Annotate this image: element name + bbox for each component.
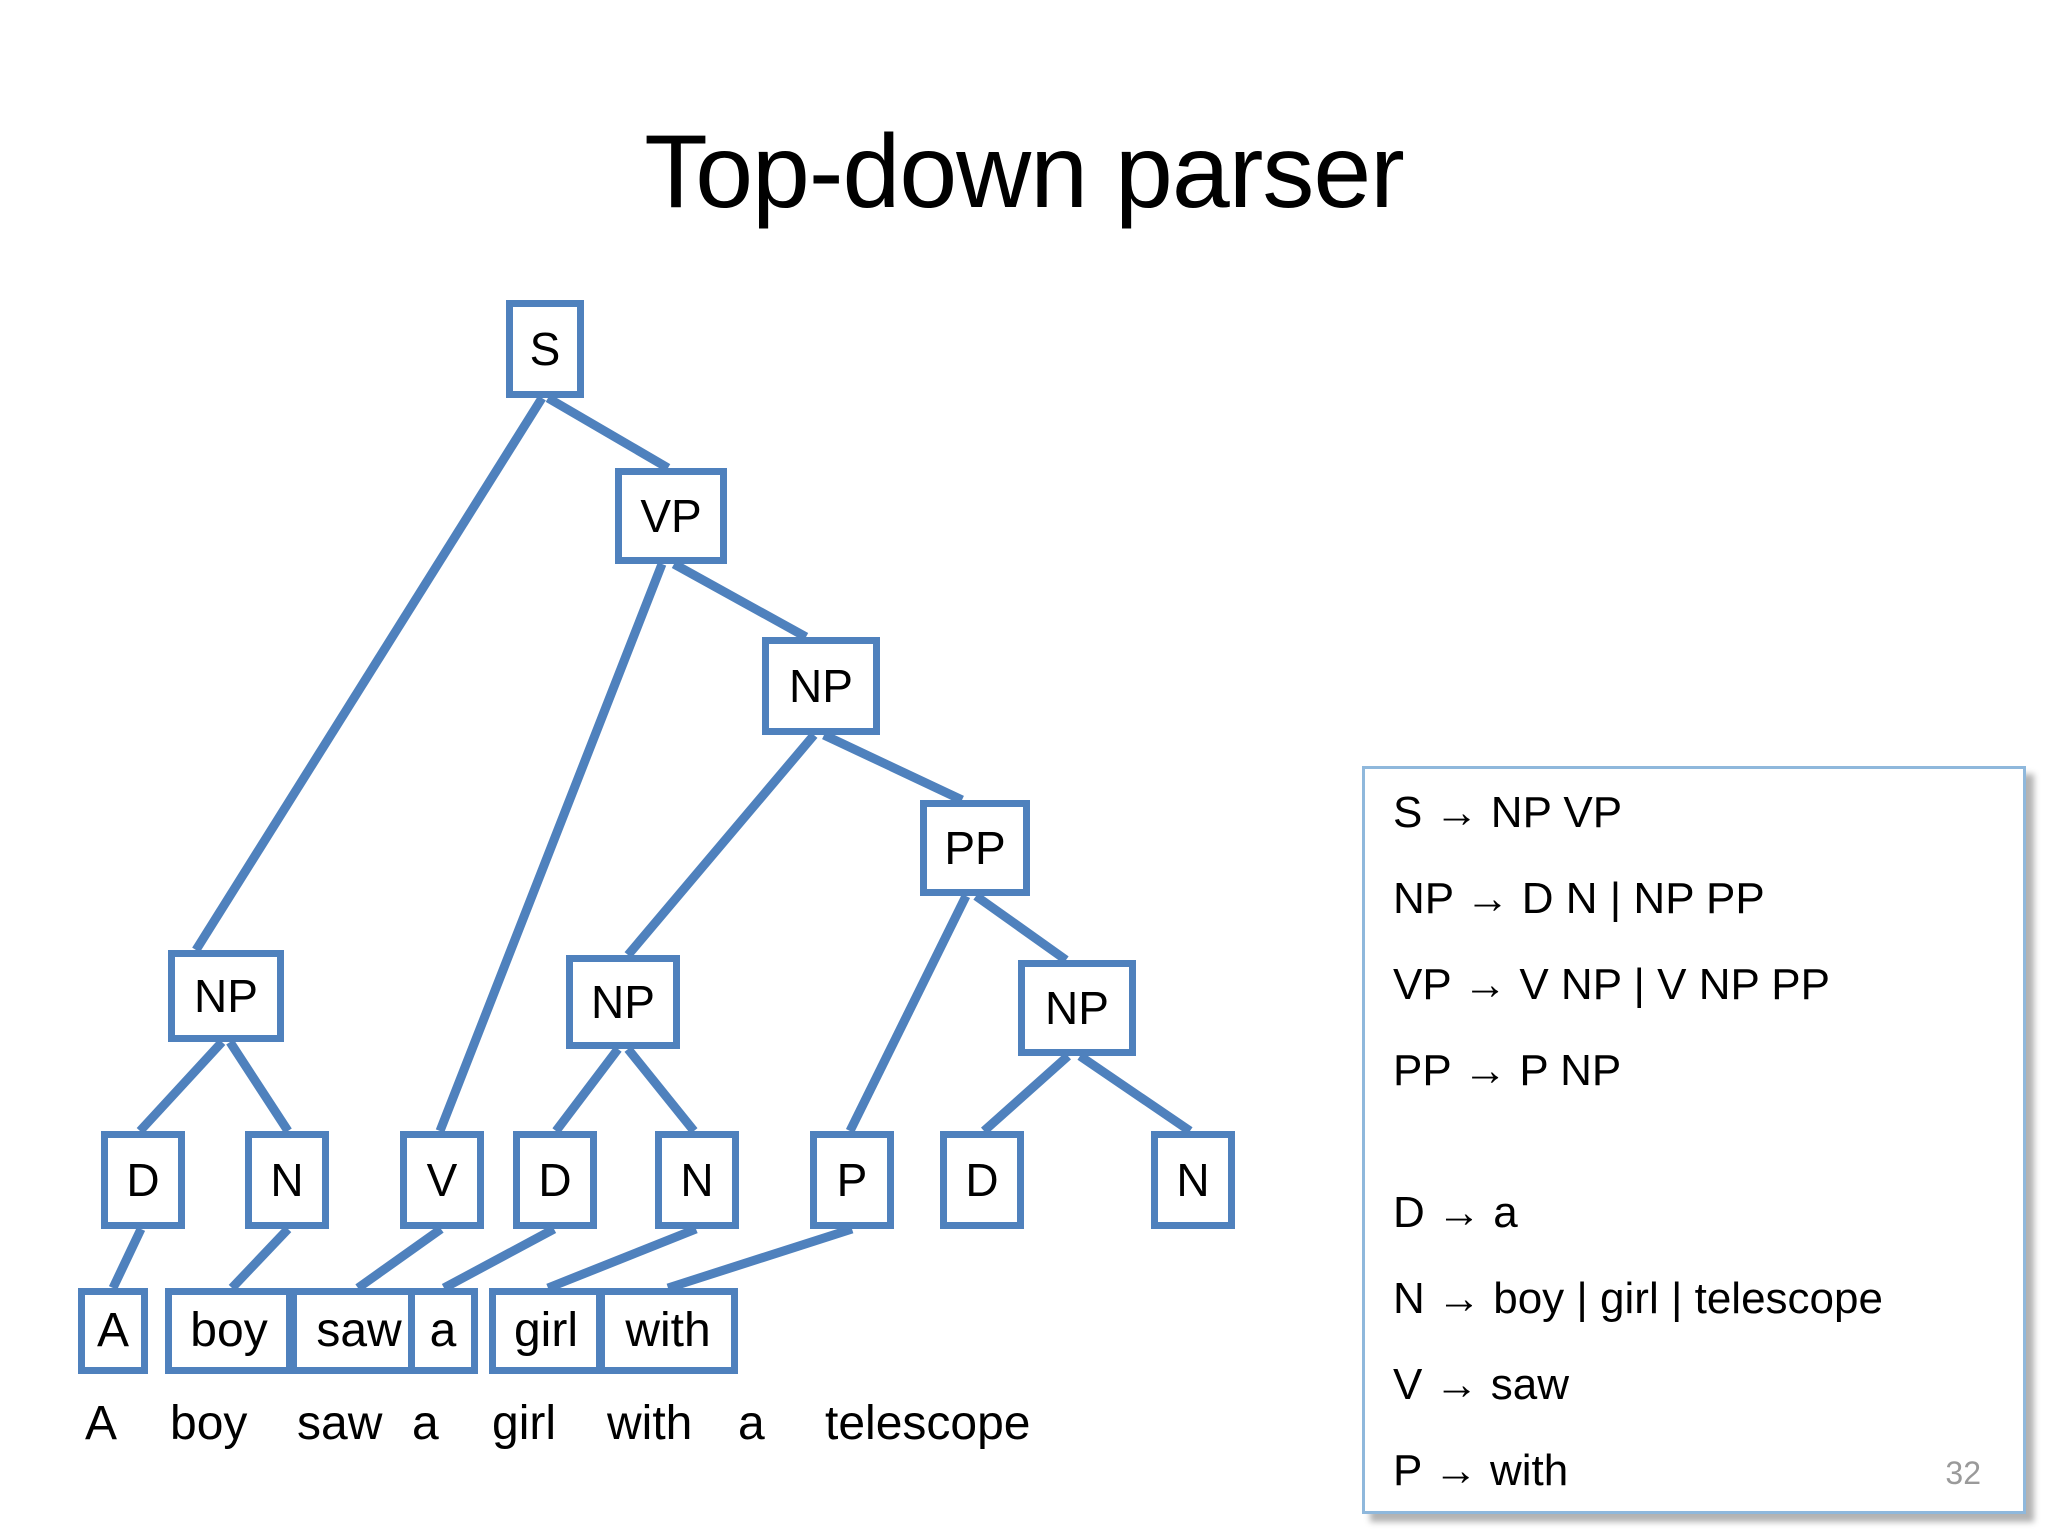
tree-node-w_boy: boy <box>165 1288 293 1374</box>
sentence-word: with <box>607 1397 693 1450</box>
tree-edge <box>671 560 809 641</box>
tree-edge <box>1077 1052 1193 1135</box>
slide-number: 32 <box>1945 1455 1981 1491</box>
tree-edge <box>136 1038 226 1135</box>
tree-edge <box>845 894 971 1133</box>
tree-node-s: S <box>506 300 584 398</box>
grammar-rules-list: S → NP VP NP → D N | NP PP VP → V NP | V N… <box>1393 791 2013 1535</box>
grammar-lexical-rule: V → saw <box>1393 1360 1570 1409</box>
tree-edge <box>108 1227 146 1290</box>
tree-edge <box>441 1225 557 1292</box>
grammar-rules-panel: S → NP VP NP → D N | NP PP VP → V NP | V N… <box>1362 766 2026 1514</box>
tree-node-vp: VP <box>615 468 727 564</box>
tree-node-w_a: a <box>408 1288 478 1374</box>
tree-edge <box>666 1224 854 1293</box>
tree-node-n2: N <box>655 1131 739 1229</box>
tree-node-w_girl: girl <box>489 1288 603 1374</box>
sentence-word: a <box>738 1397 765 1450</box>
tree-node-d2: D <box>513 1131 597 1229</box>
tree-edge <box>552 1046 622 1134</box>
tree-node-np3: NP <box>566 955 680 1049</box>
tree-node-p1: P <box>810 1131 894 1229</box>
grammar-phrase-rule: PP → P NP <box>1393 1046 1622 1095</box>
sentence-word: saw <box>297 1397 383 1450</box>
tree-node-pp: PP <box>920 800 1030 896</box>
tree-node-np1: NP <box>168 950 284 1042</box>
grammar-lexical-rule: P → with <box>1393 1446 1569 1495</box>
sentence-word: a <box>412 1397 439 1450</box>
tree-edge <box>624 1046 698 1134</box>
tree-edge-layer <box>108 394 1193 1293</box>
grammar-lexical-rule: N → boy | girl | telescope <box>1393 1274 1883 1323</box>
tree-node-d1: D <box>101 1131 185 1229</box>
tree-node-w_with: with <box>598 1288 738 1374</box>
tree-edge <box>226 1039 292 1134</box>
tree-edge <box>228 1225 292 1292</box>
tree-edge <box>435 562 667 1133</box>
tree-node-n1: N <box>245 1131 329 1229</box>
sentence-word: boy <box>170 1397 248 1450</box>
tree-node-d3: D <box>940 1131 1024 1229</box>
tree-edge <box>355 1225 444 1292</box>
sentence-word: telescope <box>825 1397 1031 1450</box>
tree-node-n3: N <box>1151 1131 1235 1229</box>
sentence-word: A <box>85 1397 118 1450</box>
grammar-phrase-rule: S → NP VP <box>1393 788 1623 837</box>
tree-node-w_a: A <box>78 1288 148 1374</box>
grammar-lexical-rule: D → a <box>1393 1188 1518 1237</box>
tree-node-v1: V <box>400 1131 484 1229</box>
tree-edge <box>546 1224 698 1293</box>
tree-node-np4: NP <box>1018 960 1136 1056</box>
grammar-phrase-rule: NP → D N | NP PP <box>1393 874 1765 923</box>
grammar-rules-separator <box>1393 1135 2013 1159</box>
tree-edge <box>624 732 818 958</box>
tree-edge <box>192 395 546 953</box>
page-title: Top-down parser <box>644 114 1405 230</box>
tree-edge <box>981 1052 1071 1135</box>
tree-edge <box>822 730 964 805</box>
grammar-phrase-rule: VP → V NP | V NP PP <box>1393 960 1830 1009</box>
tree-edge <box>545 394 671 472</box>
tree-node-np2: NP <box>762 637 880 735</box>
tree-edge <box>973 892 1069 964</box>
sentence-word: girl <box>492 1397 557 1450</box>
